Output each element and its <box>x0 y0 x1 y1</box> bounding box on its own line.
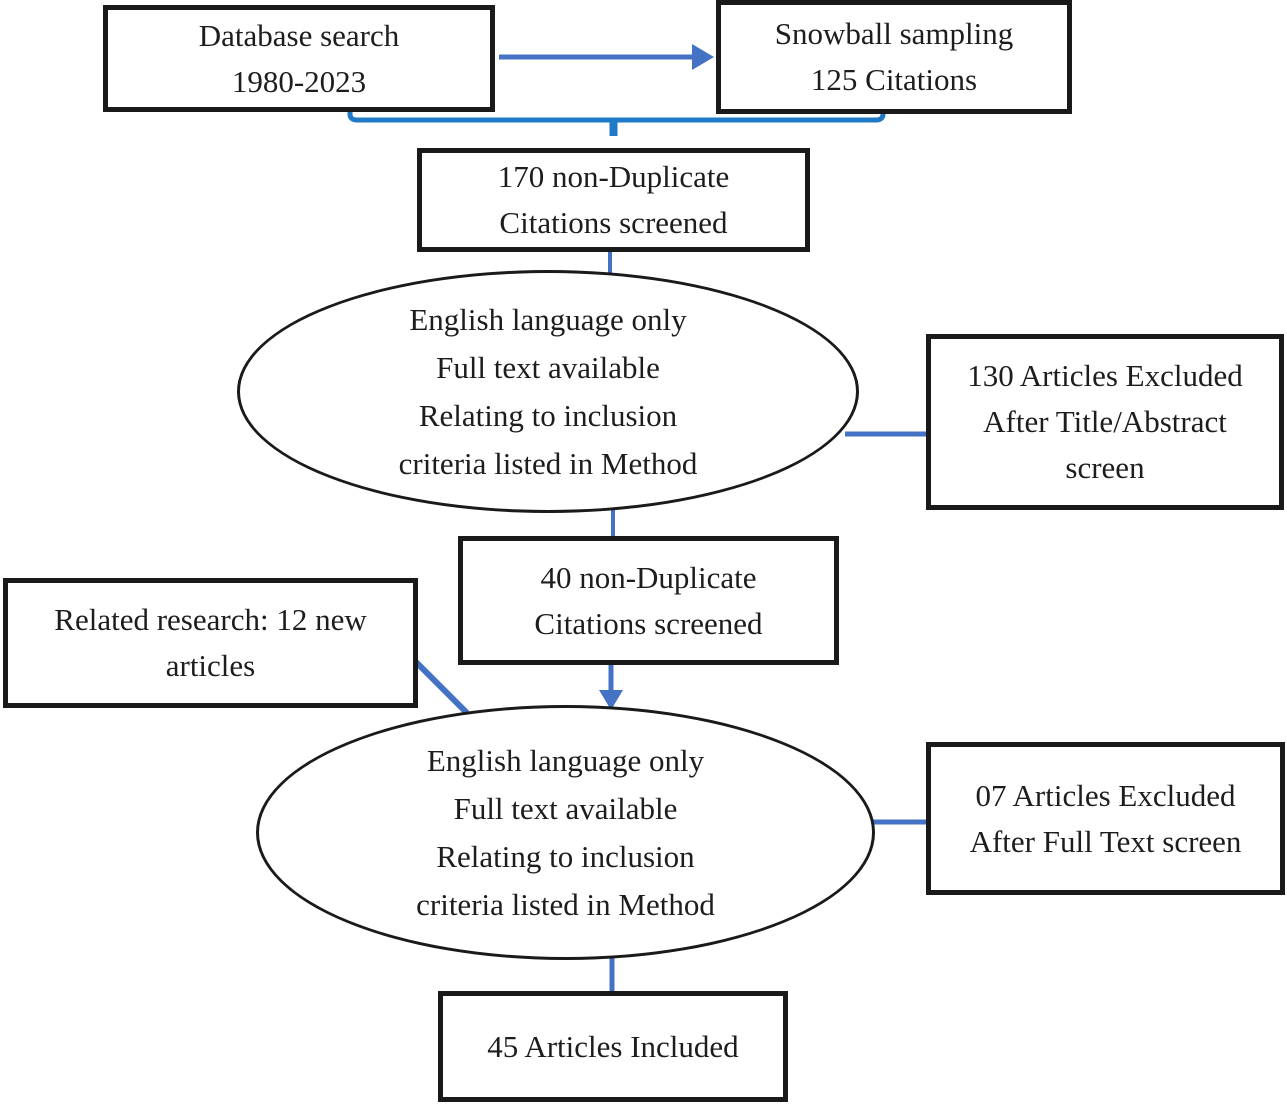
node-45-included: 45 Articles Included <box>438 991 788 1102</box>
node-40-nonduplicate-line1: 40 non-Duplicate <box>540 559 757 595</box>
node-07-excluded: 07 Articles Excluded After Full Text scr… <box>926 742 1285 895</box>
node-criteria-screen-1-line3: Relating to inclusion <box>418 397 678 433</box>
node-snowball-sampling-line1: Snowball sampling <box>774 16 1014 51</box>
arrow-database-to-snowball-head <box>692 44 714 70</box>
node-criteria-screen-2-line1: English language only <box>426 742 705 778</box>
arrow-40-to-screen2-head <box>599 690 623 710</box>
node-criteria-screen-1: English language only Full text availabl… <box>237 270 859 513</box>
node-130-excluded-line1: 130 Articles Excluded <box>967 358 1243 393</box>
node-40-nonduplicate-line2: Citations screened <box>534 605 763 641</box>
node-related-research-line2: articles <box>165 648 256 683</box>
node-related-research: Related research: 12 new articles <box>3 578 418 708</box>
node-130-excluded-line3: screen <box>1065 450 1145 485</box>
node-database-search: Database search 1980-2023 <box>103 5 495 112</box>
node-criteria-screen-2-line2: Full text available <box>453 790 678 826</box>
node-criteria-screen-2-line3: Relating to inclusion <box>436 838 695 874</box>
node-170-nonduplicate-line2: Citations screened <box>499 205 728 240</box>
node-criteria-screen-1-line2: Full text available <box>436 349 660 385</box>
node-130-excluded-line2: After Title/Abstract <box>983 404 1227 439</box>
node-40-nonduplicate: 40 non-Duplicate Citations screened <box>458 536 839 665</box>
node-snowball-sampling-line2: 125 Citations <box>810 62 978 97</box>
node-criteria-screen-1-line1: English language only <box>409 301 687 337</box>
node-45-included-line1: 45 Articles Included <box>487 1028 739 1064</box>
connector-related-to-screen2 <box>412 658 470 716</box>
node-07-excluded-line1: 07 Articles Excluded <box>975 777 1236 813</box>
node-170-nonduplicate-line1: 170 non-Duplicate <box>497 159 730 194</box>
node-database-search-line2: 1980-2023 <box>231 63 367 99</box>
node-170-nonduplicate: 170 non-Duplicate Citations screened <box>417 148 810 252</box>
node-criteria-screen-2-line4: criteria listed in Method <box>416 886 715 922</box>
node-database-search-line1: Database search <box>198 17 400 53</box>
node-criteria-screen-1-line4: criteria listed in Method <box>398 445 698 481</box>
node-07-excluded-line2: After Full Text screen <box>969 823 1242 859</box>
node-related-research-line1: Related research: 12 new <box>54 602 367 637</box>
node-criteria-screen-2: English language only Full text availabl… <box>256 705 875 960</box>
node-130-excluded: 130 Articles Excluded After Title/Abstra… <box>926 334 1284 510</box>
node-snowball-sampling: Snowball sampling 125 Citations <box>716 0 1072 114</box>
